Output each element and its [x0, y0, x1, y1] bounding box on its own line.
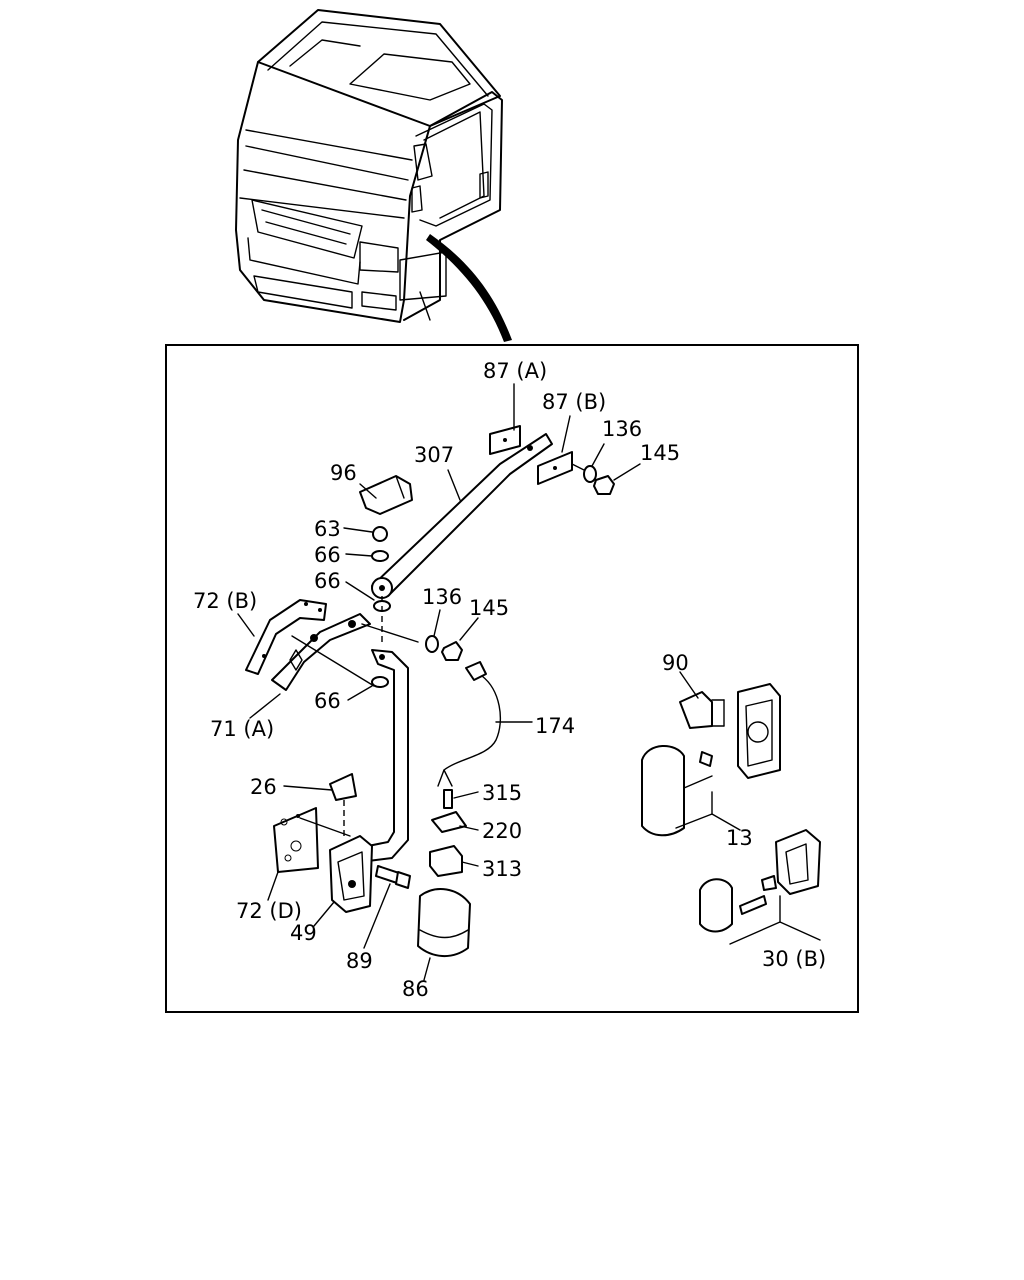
label-315: 315: [482, 781, 522, 805]
label-313: 313: [482, 857, 522, 881]
label-13: 13: [726, 826, 753, 850]
label-86: 86: [402, 977, 429, 1001]
label-220: 220: [482, 819, 522, 843]
label-96: 96: [330, 461, 357, 485]
label-66-c: 66: [314, 689, 341, 713]
label-71a: 71 (A): [210, 717, 274, 741]
truck-cab-illustration: [235, 9, 512, 342]
label-26: 26: [250, 775, 277, 799]
label-136-top: 136: [602, 417, 642, 441]
detail-frame: [165, 344, 859, 1013]
label-87a: 87 (A): [483, 359, 547, 383]
label-87b: 87 (B): [542, 390, 606, 414]
label-89: 89: [346, 949, 373, 973]
parts-drawing: [245, 425, 821, 957]
label-66-a: 66: [314, 543, 341, 567]
label-66-b: 66: [314, 569, 341, 593]
part-labels: 87 (A) 87 (B) 136 145 307 96 63 66 66 72…: [193, 359, 826, 1001]
label-136-mid: 136: [422, 585, 462, 609]
label-145-top: 145: [640, 441, 680, 465]
label-72b: 72 (B): [193, 589, 257, 613]
label-145-mid: 145: [469, 596, 509, 620]
label-72d: 72 (D): [236, 899, 302, 923]
label-90: 90: [662, 651, 689, 675]
label-49: 49: [290, 921, 317, 945]
label-63: 63: [314, 517, 341, 541]
label-174: 174: [535, 714, 575, 738]
label-30b: 30 (B): [762, 947, 826, 971]
leader-lines: [237, 383, 699, 981]
label-307: 307: [414, 443, 454, 467]
